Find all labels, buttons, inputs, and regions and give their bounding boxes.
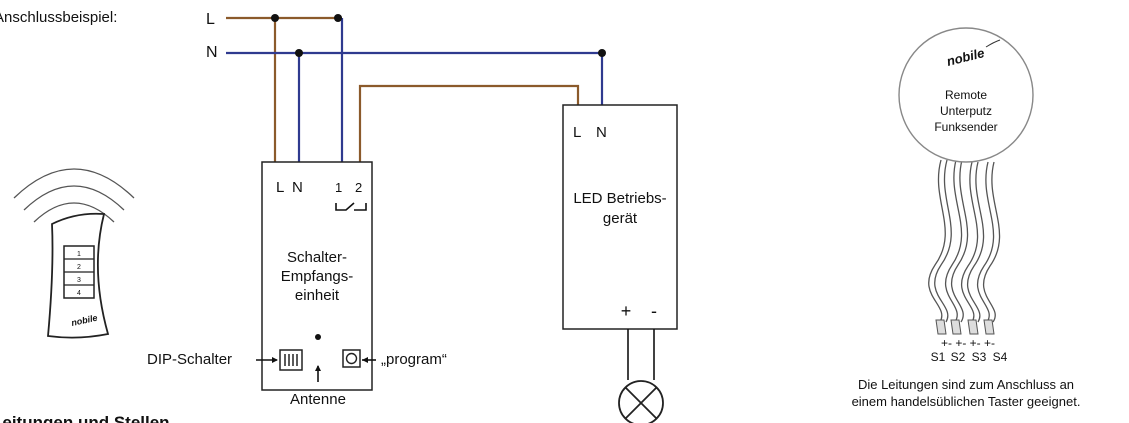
driver-label-line2: gerät	[603, 210, 638, 227]
dip-switch-icon	[279, 349, 303, 371]
flush-mount-sender: nobile Remote Unterputz Funksender +- +-…	[898, 27, 1034, 364]
section-heading: Leitungen und Stellen	[0, 413, 170, 423]
junction-dot	[334, 14, 342, 22]
receiver-terminal-2: 2	[355, 180, 362, 195]
antenna-label: Antenne	[290, 391, 346, 408]
receiver-unit: L N 1 2 Schalter- Empfangs- einheit	[261, 161, 373, 391]
driver-minus: -	[651, 301, 657, 321]
switched-phase-wire	[358, 84, 580, 162]
junction-dot	[271, 14, 279, 22]
sender-line2: Unterputz	[940, 104, 992, 118]
sender-line1: Remote	[945, 88, 987, 102]
remote-button-1: 1	[77, 251, 81, 258]
dip-switch-label: DIP-Schalter	[147, 351, 232, 368]
remote-button-3: 3	[77, 277, 81, 284]
driver-terminal-n: N	[596, 124, 607, 141]
remote-control: 1 2 3 4 nobile	[13, 168, 135, 339]
receiver-label-line1: Schalter-	[287, 249, 347, 266]
lamp-symbol	[618, 380, 664, 423]
output-s4: S4	[993, 350, 1008, 364]
output-s2: S2	[951, 350, 966, 364]
driver-plus: +	[621, 301, 632, 321]
receiver-label-line2: Empfangs-	[281, 268, 354, 285]
sender-polarity: +- +- +- +-	[941, 336, 995, 350]
remote-button-4: 4	[77, 290, 81, 297]
sender-wire	[928, 159, 946, 323]
program-button-icon	[342, 349, 361, 368]
sender-caption-line1: Die Leitungen sind zum Anschluss an	[858, 377, 1074, 392]
receiver-terminal-1: 1	[335, 180, 342, 195]
driver-terminal-l: L	[573, 124, 581, 141]
remote-button-2: 2	[77, 264, 81, 271]
led-driver-unit: L N LED Betriebs- gerät + -	[562, 104, 678, 330]
sender-line3: Funksender	[934, 120, 997, 134]
antenna-point	[315, 334, 321, 340]
sender-caption-line2: einem handelsüblichen Taster geeignet.	[852, 394, 1081, 409]
receiver-terminal-n: N	[292, 179, 303, 196]
junction-dot	[295, 49, 303, 57]
output-s3: S3	[972, 350, 987, 364]
radio-wave-icon	[13, 168, 135, 199]
sender-housing	[898, 27, 1034, 163]
diagram-title: Anschlussbeispiel:	[0, 9, 117, 26]
receiver-label-line3: einheit	[295, 287, 340, 304]
driver-label-line1: LED Betriebs-	[573, 190, 666, 207]
line-label-n: N	[206, 44, 218, 61]
neutral-line	[226, 49, 606, 162]
relay-contact-symbol	[335, 202, 367, 211]
line-label-l: L	[206, 11, 215, 28]
junction-dot	[598, 49, 606, 57]
output-s1: S1	[931, 350, 946, 364]
phase-line	[226, 14, 344, 162]
program-label: „program“	[381, 351, 447, 368]
receiver-terminal-l: L	[276, 179, 284, 196]
